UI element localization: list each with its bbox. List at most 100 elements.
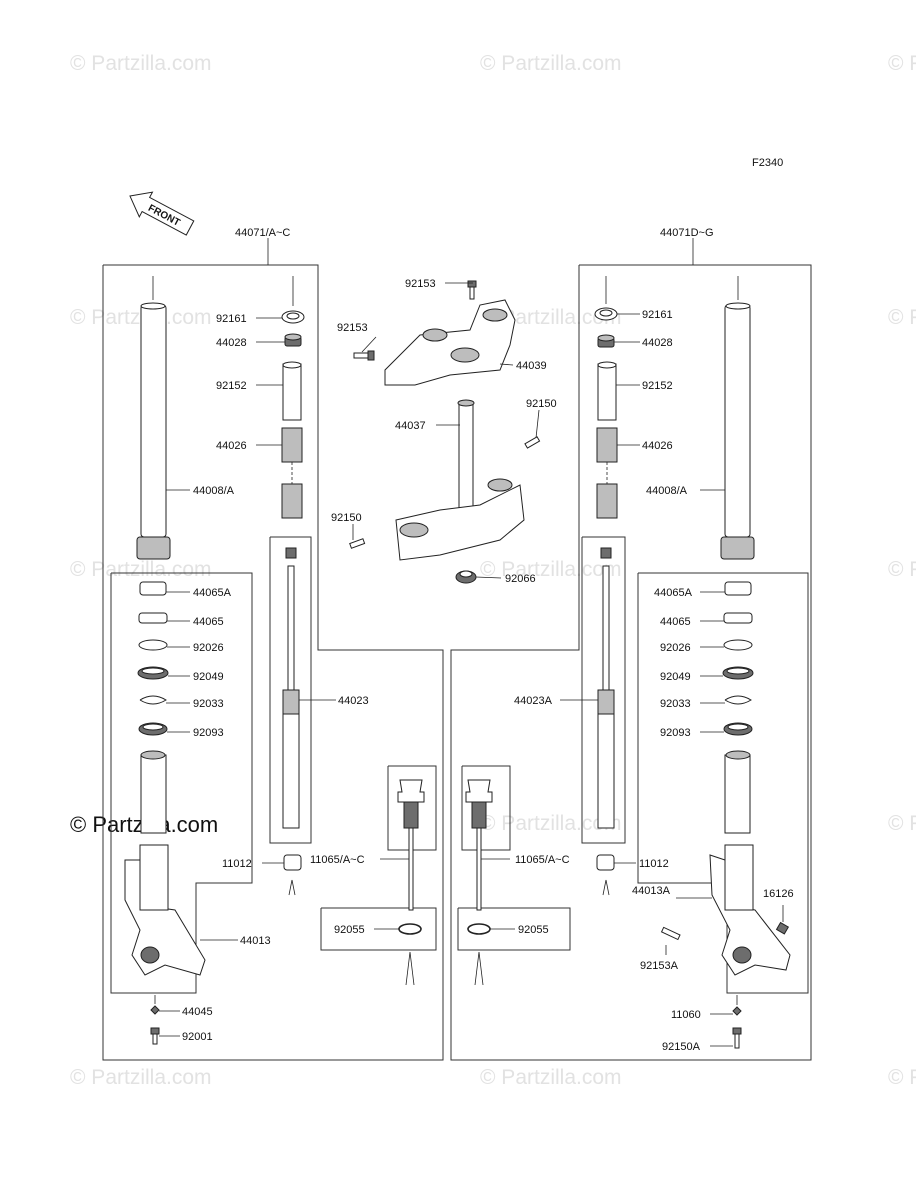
watermark: © Partzilla.com (70, 52, 212, 75)
oil-seal-92049-left (137, 666, 169, 680)
steering-stem-44037 (395, 399, 525, 561)
inner-tube-right (724, 750, 751, 834)
part-label: 44045 (182, 1006, 213, 1018)
watermark: © Partzilla.com (480, 558, 622, 581)
part-label: 92001 (182, 1031, 213, 1043)
part-label: 92161 (642, 309, 673, 321)
assembly-label-right: 44071D~G (660, 227, 714, 239)
part-label: 92152 (216, 380, 247, 392)
part-label: 92153 (337, 322, 368, 334)
part-label: 92161 (216, 313, 247, 325)
fork-bottom-44013-left (124, 844, 206, 976)
part-label: 92150 (331, 512, 362, 524)
spacer-92152-right (597, 361, 617, 421)
spring-44026-right (596, 427, 618, 519)
collar-92161-right (594, 276, 618, 321)
bushing-44065-right (723, 612, 753, 624)
damper-rod-11065-left (397, 779, 425, 911)
part-label: 44008/A (193, 485, 235, 497)
washer-11060-right (732, 995, 742, 1016)
inner-tube-left (140, 750, 167, 834)
part-label: 92026 (660, 642, 691, 654)
part-label: 92152 (642, 380, 673, 392)
part-label: 44065 (193, 616, 224, 628)
part-label: 92033 (660, 698, 691, 710)
bushing-44065A-right (724, 581, 752, 596)
part-label: 11012 (222, 858, 252, 870)
bolt-92150A-right (732, 1027, 742, 1049)
bolt-92150-top (524, 436, 541, 449)
dust-seal-92093-right (723, 722, 753, 736)
watermark: © Partzilla.com (480, 812, 622, 835)
cartridge-44023-left (282, 547, 300, 829)
collar-92161-left (281, 276, 305, 324)
bolt-92150-left (349, 538, 366, 549)
watermark: © Partzilla.com (480, 1066, 622, 1089)
part-label: 44065 (660, 616, 691, 628)
watermark: © Partzilla.com (888, 52, 916, 75)
damper-rod-11065-right (465, 779, 493, 911)
part-label: 44013A (632, 885, 671, 897)
leader-lines (159, 282, 784, 1047)
part-label: 44026 (216, 440, 247, 452)
part-label: 92066 (505, 573, 536, 585)
front-arrow: FRONT (129, 191, 195, 236)
watermark: © Partzilla.com (70, 1066, 212, 1089)
part-label: 92055 (334, 924, 365, 936)
upper-bracket-44039 (384, 299, 516, 386)
part-label: 44023 (338, 695, 369, 707)
cartridge-44023A-right (597, 547, 615, 829)
bushing-44065-left (138, 612, 168, 624)
part-label: 92049 (660, 671, 691, 683)
part-label: 44037 (395, 420, 426, 432)
part-label: 44013 (240, 935, 271, 947)
part-label: 92153 (405, 278, 436, 290)
left-assembly-frame (102, 238, 444, 1061)
washer-92026-right (723, 639, 753, 651)
washer-92026-left (138, 639, 168, 651)
fork-bottom-44013A-right (709, 844, 791, 976)
watermark: © Partzilla.com (888, 1066, 916, 1089)
part-label: 92150 (526, 398, 557, 410)
washer-11012-right (596, 854, 615, 896)
outer-tube-left (136, 276, 171, 560)
watermark: © Partzilla.com (70, 558, 212, 581)
watermark: © Partzilla.com (888, 812, 916, 835)
part-label: 11065/A~C (515, 854, 570, 866)
oring-92055-left (398, 923, 422, 986)
part-label: 44028 (642, 337, 673, 349)
part-label: 92150A (662, 1041, 701, 1053)
part-labels: 44071/A~C 44071D~G 92153 92153 44039 921… (182, 227, 794, 1053)
bushing-44065A-left (139, 581, 167, 596)
part-label: 92055 (518, 924, 549, 936)
part-label: 16126 (763, 888, 794, 900)
part-label: 44023A (514, 695, 553, 707)
cap-92066 (455, 570, 477, 584)
part-label: 92153A (640, 960, 679, 972)
watermark: © Partzilla.com (888, 558, 916, 581)
bolt-16126-right (775, 921, 790, 935)
part-label: 92049 (193, 671, 224, 683)
oil-seal-92049-right (722, 666, 754, 680)
assembly-label-left: 44071/A~C (235, 227, 290, 239)
watermark: © Partzilla.com (480, 52, 622, 75)
part-label: 11060 (671, 1009, 701, 1021)
watermark: © Partzilla.com (888, 306, 916, 329)
oring-92055-right (467, 923, 491, 986)
bolt-92153-mid (353, 350, 375, 361)
part-label: 44065A (193, 587, 232, 599)
part-label: 92093 (193, 727, 224, 739)
part-label: 44039 (516, 360, 547, 372)
cap-44028-right (597, 334, 615, 348)
outer-tube-right (720, 276, 755, 560)
bolt-44045-left (150, 995, 160, 1015)
part-label: 11012 (639, 858, 669, 870)
circlip-92033-left (139, 695, 167, 705)
watermark: © Partzilla.com (480, 306, 622, 329)
part-label: 92026 (193, 642, 224, 654)
figure-code: F2340 (752, 157, 784, 169)
bolt-92153A-right (660, 926, 681, 941)
part-label: 44008/A (646, 485, 688, 497)
bolt-92153-top (467, 280, 477, 300)
